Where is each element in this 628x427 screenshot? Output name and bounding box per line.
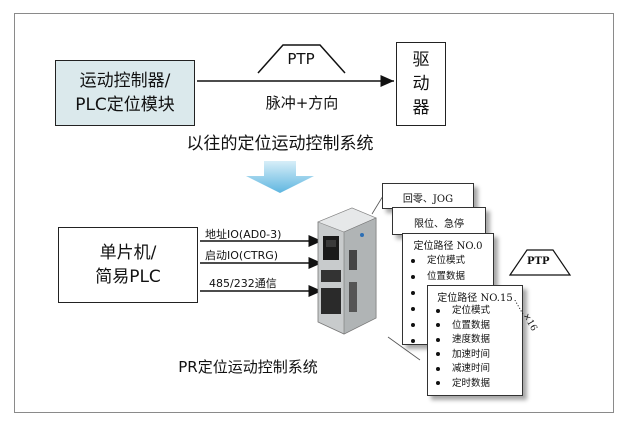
limit-card: 限位、急停 [392, 207, 486, 235]
address-io-label: 地址IO(AD0-3) [205, 228, 282, 241]
path-0-item [411, 317, 493, 333]
driver-box: 驱 动 器 [396, 42, 446, 126]
ptp-label-top: PTP [287, 50, 315, 68]
path-0-title: 定位路径 NO.0 [413, 241, 483, 252]
path-0-item [411, 285, 493, 301]
pr-system-caption: PR定位运动控制系统 [178, 358, 318, 376]
pulse-direction-label: 脉冲+方向 [265, 94, 339, 112]
ptp-label-right: PTP [527, 256, 550, 267]
comm-label: 485/232通信 [209, 277, 277, 290]
path-15-item: 减速时间 [436, 362, 522, 377]
path-15-card: 定位路径 NO.15 定位模式 位置数据 速度数据 加速时间 减速时间 定时数据 [427, 285, 523, 396]
path-15-item: 定时数据 [436, 377, 522, 392]
mcu-line1: 单片机/ [99, 243, 157, 263]
motion-controller-box: 运动控制器/ PLC定位模块 [55, 60, 195, 126]
path-15-item: 速度数据 [436, 333, 522, 348]
driver-char-3: 器 [412, 98, 430, 118]
controller-line2: PLC定位模块 [75, 95, 175, 115]
path-0-item [411, 333, 493, 349]
servo-driver-image [317, 207, 377, 335]
path-15-item: 加速时间 [436, 348, 522, 363]
path-0-item: 位置数据 [411, 269, 493, 285]
limit-card-title: 限位、急停 [414, 219, 464, 230]
homing-card: 回零、JOG [382, 183, 474, 209]
mcu-line2: 简易PLC [95, 267, 161, 287]
driver-char-2: 动 [412, 74, 430, 94]
diagram-frame [14, 13, 614, 413]
legacy-system-caption: 以往的定位运动控制系统 [186, 134, 374, 154]
controller-line1: 运动控制器/ [79, 71, 171, 91]
path-15-title: 定位路径 NO.15 [437, 293, 513, 304]
mcu-plc-box: 单片机/ 简易PLC [58, 227, 198, 303]
path-15-item: 位置数据 [436, 319, 522, 334]
path-0-item: 定位模式 [411, 253, 493, 269]
transition-down-arrow [246, 161, 314, 193]
driver-char-1: 驱 [412, 50, 430, 70]
homing-card-title: 回零、JOG [402, 194, 454, 205]
path-15-item: 定位模式 [436, 304, 522, 319]
ptp-trapezoid-top [257, 44, 346, 74]
path-0-item [411, 301, 493, 317]
start-io-label: 启动IO(CTRG) [205, 249, 279, 262]
ptp-trapezoid-right [508, 249, 572, 276]
